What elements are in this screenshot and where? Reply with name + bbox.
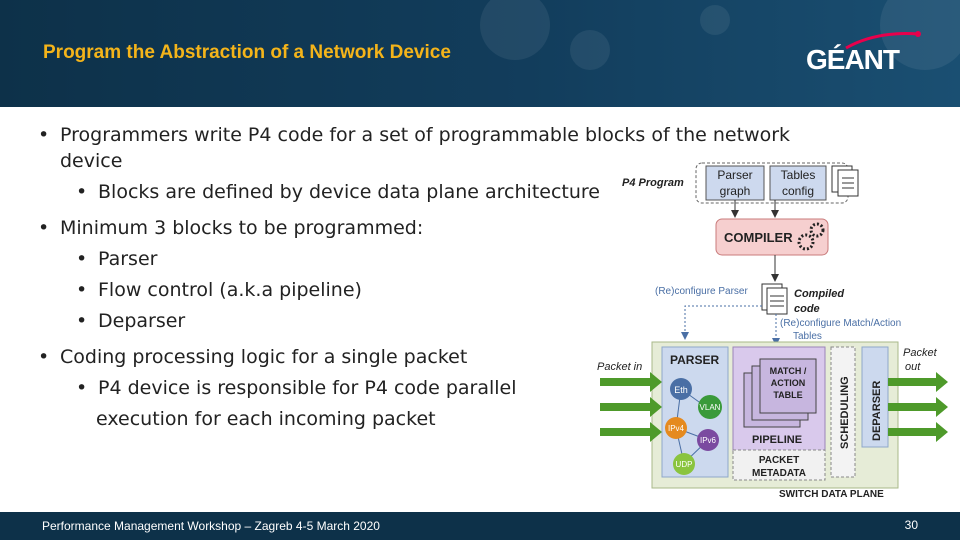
compiled-code-icon bbox=[761, 283, 788, 315]
slide-header: Program the Abstraction of a Network Dev… bbox=[0, 0, 960, 107]
packet-out-line2: out bbox=[905, 361, 921, 373]
packet-in-arrow bbox=[600, 372, 662, 392]
reconfigure-parser-label: (Re)configure Parser bbox=[655, 286, 748, 297]
input-arrows bbox=[600, 372, 662, 442]
scheduling-label: SCHEDULING bbox=[839, 376, 851, 449]
packet-metadata-block bbox=[732, 449, 826, 481]
geant-logo: GÉANT bbox=[806, 31, 926, 78]
bullet-2-text: Minimum 3 blocks to be programmed: bbox=[60, 217, 424, 239]
compiled-code-line1: Compiled bbox=[794, 288, 844, 300]
tables-config-box bbox=[769, 165, 827, 201]
bullet-1-1: •Blocks are defined by device data plane… bbox=[76, 181, 600, 203]
bullet-3-1-continuation: execution for each incoming packet bbox=[96, 408, 436, 430]
tables-config-line2: config bbox=[782, 184, 814, 198]
slide-footer: Performance Management Workshop – Zagreb… bbox=[0, 512, 960, 540]
bullet-2-3-text: Deparser bbox=[98, 310, 186, 332]
page-number: 30 bbox=[904, 518, 918, 532]
p4-program-box bbox=[695, 162, 849, 204]
bullet-3: •Coding processing logic for a single pa… bbox=[38, 346, 468, 368]
match-action-line1: MATCH / bbox=[770, 366, 807, 376]
match-action-line3: TABLE bbox=[773, 390, 802, 400]
bullet-2-2-text: Flow control (a.k.a pipeline) bbox=[98, 279, 362, 301]
packet-metadata-line2: METADATA bbox=[752, 468, 806, 479]
p4-program-label: P4 Program bbox=[622, 177, 684, 189]
bullet-2: •Minimum 3 blocks to be programmed: bbox=[38, 217, 424, 239]
header-decoration bbox=[570, 30, 610, 70]
compiler-label: COMPILER bbox=[724, 230, 793, 245]
logo-text: GÉANT bbox=[806, 44, 900, 75]
vlan-node-label: VLAN bbox=[700, 403, 721, 412]
gear-icon bbox=[797, 222, 825, 251]
logo-swoosh-icon bbox=[845, 31, 921, 50]
bullet-3-text: Coding processing logic for a single pac… bbox=[60, 346, 468, 368]
bullet-2-3: •Deparser bbox=[76, 310, 186, 332]
match-action-table bbox=[759, 358, 817, 414]
packet-metadata-line1: PACKET bbox=[759, 455, 799, 466]
ipv6-node bbox=[697, 429, 719, 451]
bullet-3-1-text: P4 device is responsible for P4 code par… bbox=[98, 377, 517, 399]
udp-node bbox=[673, 453, 695, 475]
bullet-3-1: •P4 device is responsible for P4 code pa… bbox=[76, 377, 517, 399]
bullet-1: •Programmers write P4 code for a set of … bbox=[38, 124, 791, 146]
packet-in-arrow bbox=[600, 397, 662, 417]
tables-config-line1: Tables bbox=[781, 168, 816, 182]
bullet-1-text: Programmers write P4 code for a set of p… bbox=[60, 124, 791, 146]
header-decoration bbox=[480, 0, 550, 60]
ipv6-node-label: IPv6 bbox=[700, 436, 717, 445]
deparser-block bbox=[861, 346, 889, 448]
switch-data-plane-label: SWITCH DATA PLANE bbox=[779, 489, 884, 500]
packet-in-arrow bbox=[600, 422, 662, 442]
packet-out-arrow bbox=[888, 397, 948, 417]
reconfigure-match-line2: Tables bbox=[793, 331, 822, 342]
output-arrows bbox=[888, 372, 948, 442]
footer-text: Performance Management Workshop – Zagreb… bbox=[42, 519, 380, 533]
scheduling-block bbox=[830, 346, 856, 478]
pipeline-label: PIPELINE bbox=[752, 434, 802, 446]
bullet-1-continuation: device bbox=[60, 150, 123, 172]
parser-block-label: PARSER bbox=[670, 353, 719, 367]
bullet-1-1-text: Blocks are defined by device data plane … bbox=[98, 181, 600, 203]
slide-title: Program the Abstraction of a Network Dev… bbox=[43, 42, 451, 63]
udp-node-label: UDP bbox=[676, 460, 693, 469]
document-icon bbox=[831, 165, 859, 197]
bullet-2-1: •Parser bbox=[76, 248, 158, 270]
match-action-line2: ACTION bbox=[771, 378, 806, 388]
reconfigure-match-line1: (Re)configure Match/Action bbox=[780, 318, 901, 329]
packet-out-arrow bbox=[888, 372, 948, 392]
ipv4-node bbox=[665, 417, 687, 439]
deparser-label: DEPARSER bbox=[871, 381, 883, 441]
p4-architecture-diagram: P4 Program Parser graph Tables config CO… bbox=[597, 162, 948, 500]
bullet-2-2: •Flow control (a.k.a pipeline) bbox=[76, 279, 362, 301]
compiled-code-line2: code bbox=[794, 303, 820, 315]
eth-node-label: Eth bbox=[674, 385, 688, 395]
packet-in-label: Packet in bbox=[597, 361, 642, 373]
parser-graph-line2: graph bbox=[720, 184, 751, 198]
packet-out-line1: Packet bbox=[903, 347, 938, 359]
vlan-node bbox=[698, 395, 722, 419]
parser-graph-line1: Parser bbox=[717, 168, 752, 182]
packet-out-arrow bbox=[888, 422, 948, 442]
header-decoration bbox=[700, 5, 730, 35]
eth-node bbox=[670, 378, 692, 400]
parser-graph-box bbox=[705, 165, 765, 201]
ipv4-node-label: IPv4 bbox=[668, 424, 685, 433]
bullet-2-1-text: Parser bbox=[98, 248, 158, 270]
